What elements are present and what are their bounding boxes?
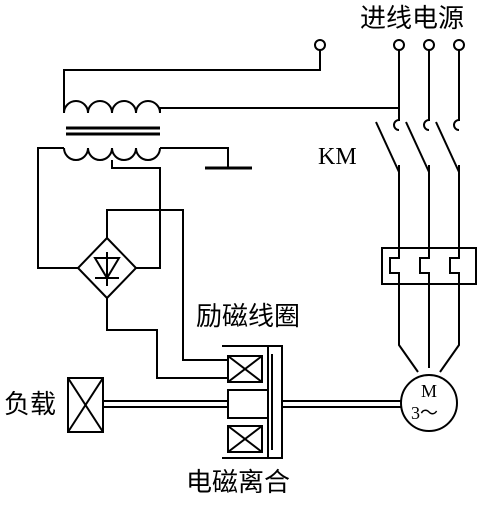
terminal-l3 — [453, 39, 465, 51]
km-contact-1 — [375, 121, 400, 173]
dc-output-wiring — [106, 209, 228, 379]
km-contact-2 — [405, 121, 430, 173]
phase-2-upper — [423, 50, 430, 131]
transformer-icon — [63, 50, 399, 161]
load-box-icon — [67, 377, 104, 433]
excitation-coil-label: 励磁线圈 — [196, 302, 301, 332]
secondary-wiring — [37, 147, 161, 269]
shafts — [103, 400, 401, 408]
load-label: 负载 — [4, 390, 57, 420]
clutch-icon — [222, 345, 283, 459]
km-contact-3 — [435, 121, 460, 173]
phase-1-upper — [393, 50, 400, 131]
ground-icon — [160, 147, 252, 170]
motor-feed-lines — [398, 284, 460, 373]
thermal-relay-icon — [381, 247, 477, 285]
bridge-rectifier-icon — [76, 236, 138, 300]
motor-phase-label: 3～ — [411, 403, 438, 423]
power-terminals — [314, 39, 465, 51]
clutch-label: 电磁离合 — [186, 468, 291, 498]
terminal-control — [314, 39, 326, 51]
km-contactor — [375, 50, 460, 248]
contactor-label: KM — [318, 144, 357, 170]
motor-m-label: M — [421, 381, 438, 401]
terminal-l1 — [393, 39, 405, 51]
phase-3-upper — [453, 50, 460, 131]
motor-icon — [400, 374, 458, 432]
incoming-power-label: 进线电源 — [360, 4, 465, 34]
terminal-l2 — [423, 39, 435, 51]
